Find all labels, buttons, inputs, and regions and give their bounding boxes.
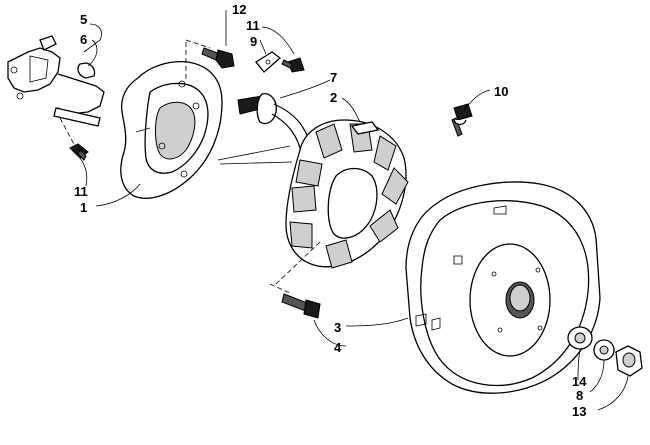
stator-plate (120, 60, 223, 199)
trigger-coil-assembly (7, 35, 105, 127)
callout-13: 13 (572, 404, 586, 419)
wire-clip-9 (255, 51, 282, 73)
callout-4: 4 (334, 340, 342, 355)
callout-1: 1 (80, 200, 87, 215)
callout-6: 6 (80, 32, 87, 47)
callout-12: 12 (232, 2, 246, 17)
callout-9: 9 (250, 34, 257, 49)
flywheel-3 (405, 181, 601, 394)
bolt-10 (451, 103, 473, 137)
wire-grommet-7 (237, 93, 313, 157)
callout-5: 5 (80, 12, 87, 27)
flat-washer-14 (567, 326, 593, 350)
callout-labels: 5 6 12 11 9 7 2 10 11 1 3 4 14 8 13 (74, 2, 587, 419)
screw-11-top (281, 57, 305, 73)
callout-8: 8 (576, 388, 583, 403)
screw-12 (201, 47, 235, 69)
callout-11-top: 11 (246, 18, 260, 33)
callout-10: 10 (494, 84, 508, 99)
callout-14: 14 (572, 374, 587, 389)
leader-lines (79, 10, 629, 411)
bolt-4 (281, 293, 321, 319)
lock-washer-8 (593, 339, 615, 361)
stator-coil-2 (285, 119, 409, 269)
callout-11-left: 11 (74, 184, 88, 199)
nut-13 (615, 345, 643, 377)
callout-3: 3 (334, 320, 341, 335)
callout-7: 7 (330, 70, 337, 85)
callout-2: 2 (330, 90, 337, 105)
screw-11-left (69, 143, 89, 161)
